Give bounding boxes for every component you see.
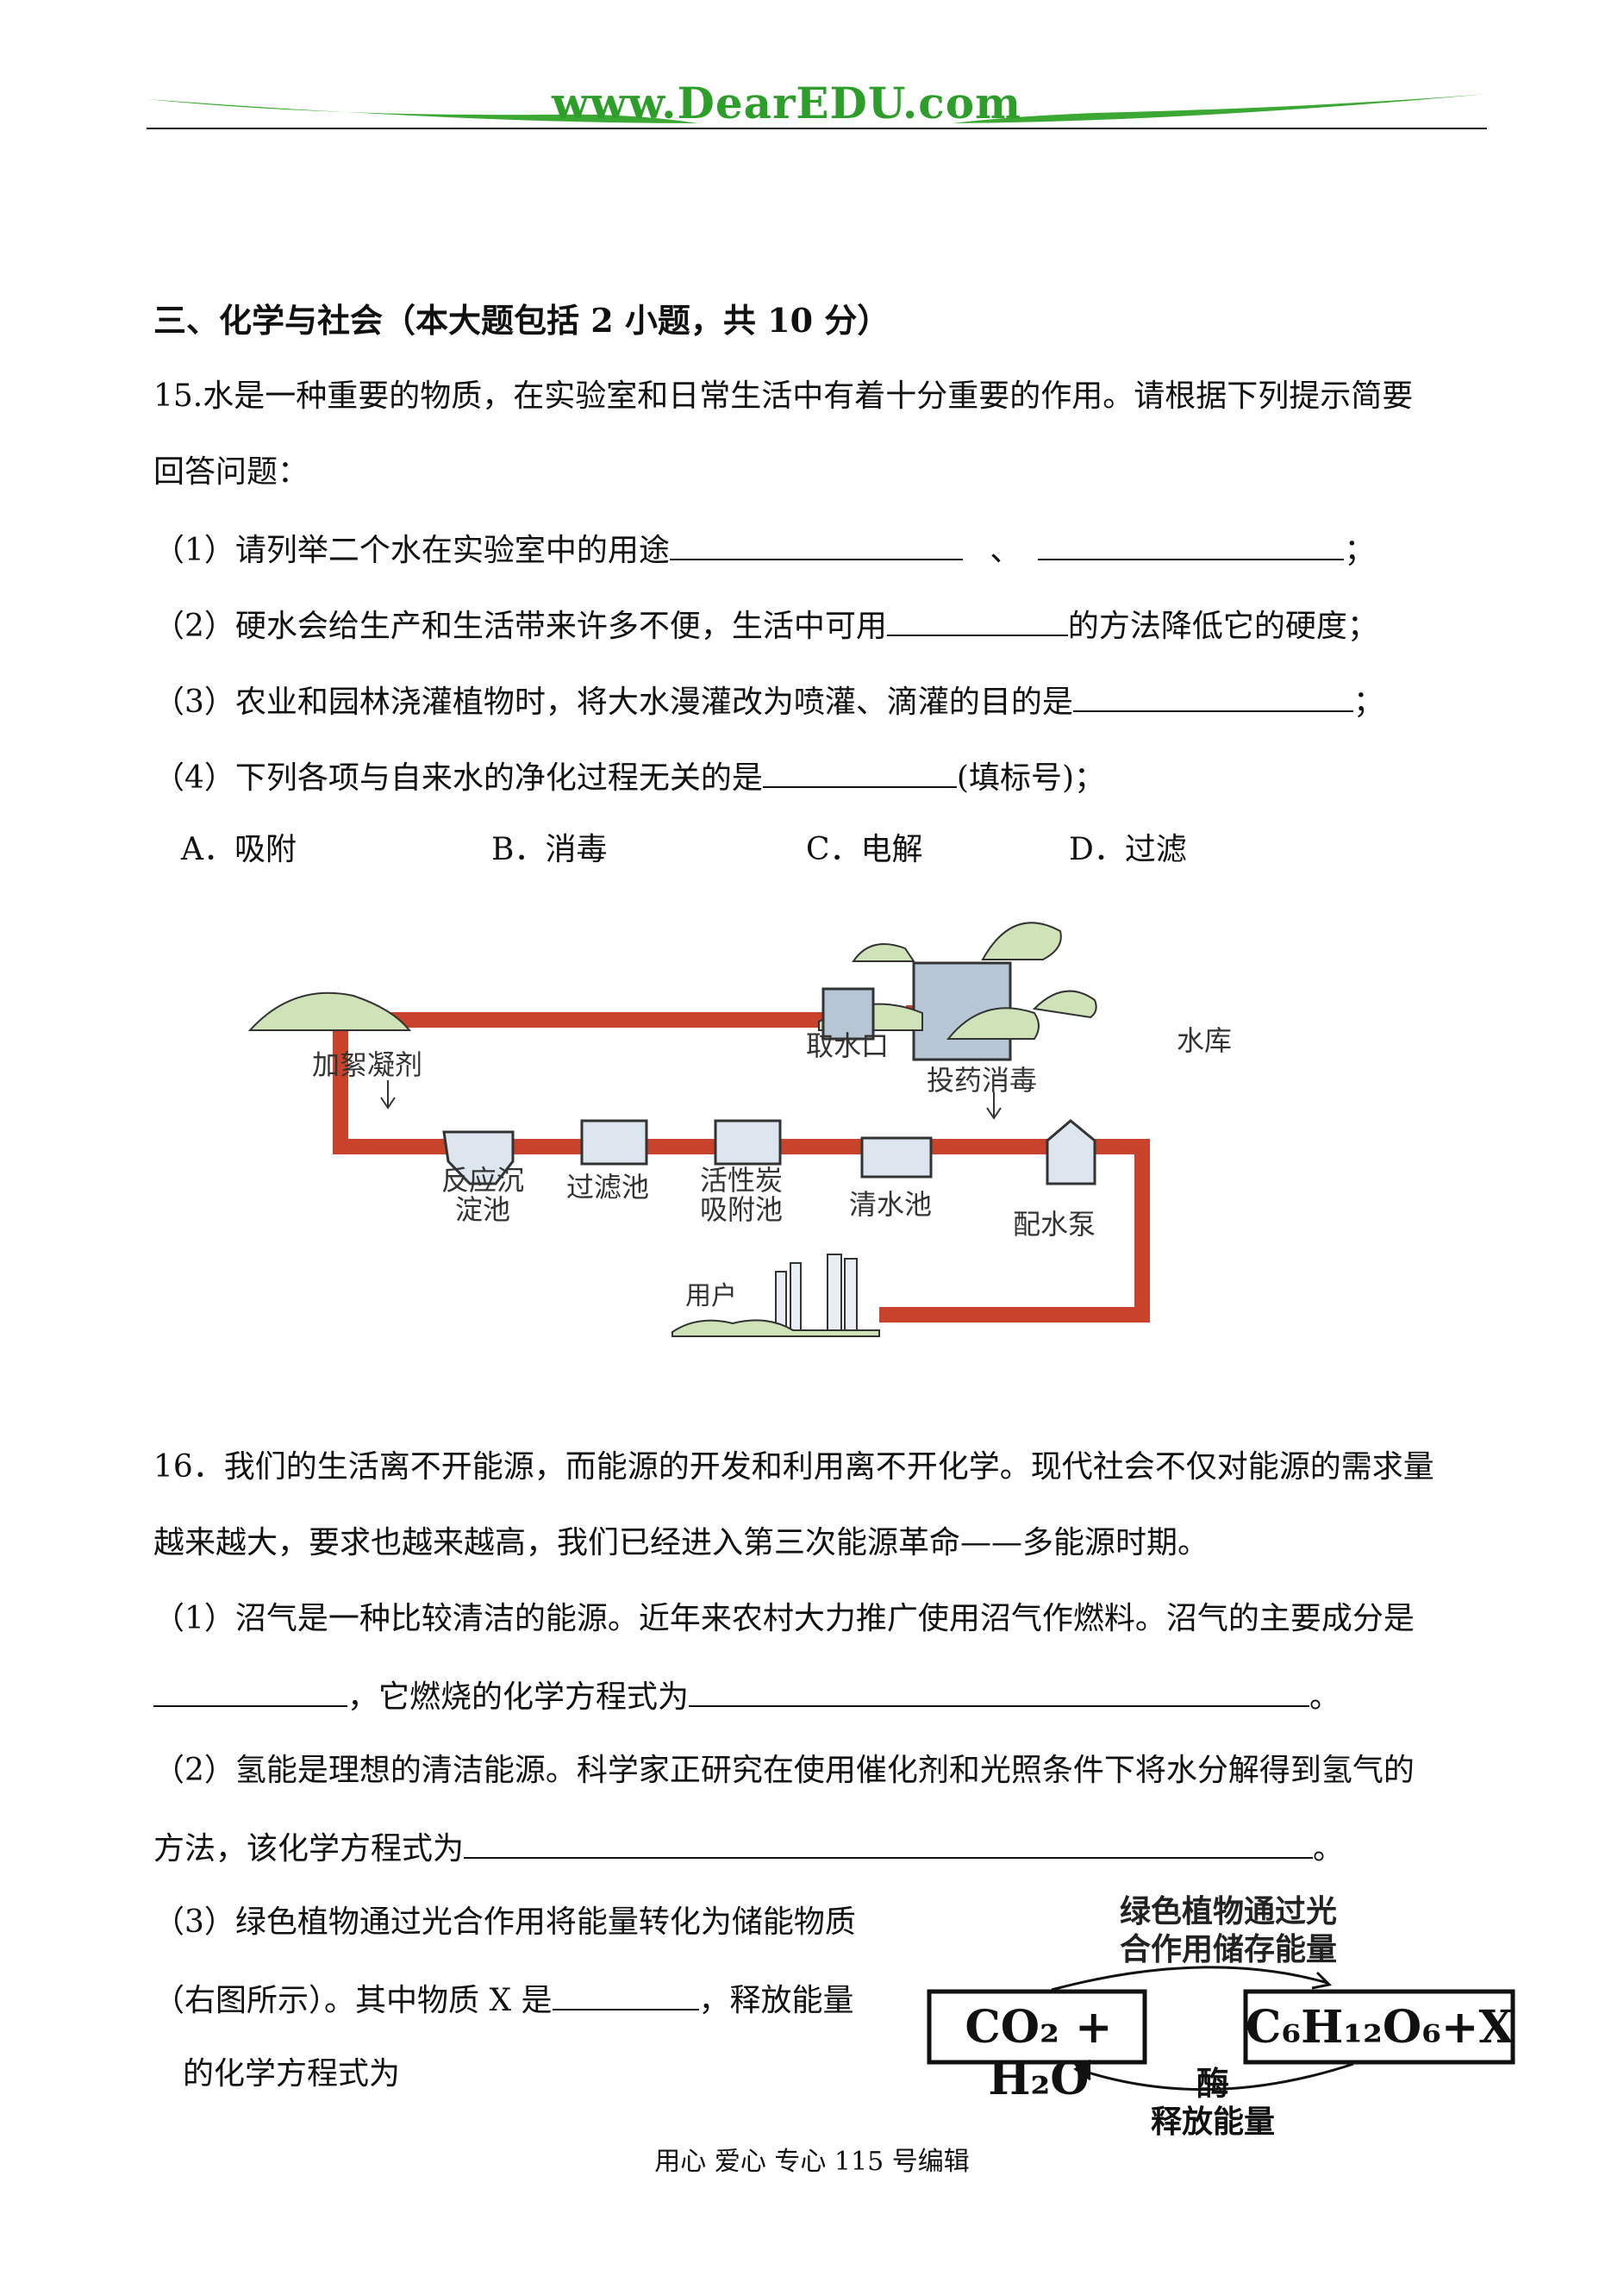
cycle-right-formula: C₆H₁₂O₆+X — [1246, 2001, 1514, 2054]
left-leaf-swoosh — [147, 99, 698, 123]
q15-part-3: （3）农业和园林浇灌植物时，将大水漫灌改为喷灌、滴灌的目的是 ； — [153, 681, 1384, 722]
q16-part-1-line1: （1）沼气是一种比较清洁的能源。近年来农村大力推广使用沼气作燃料。沼气的主要成分… — [153, 1601, 1415, 1636]
user-shrubs — [671, 1319, 880, 1337]
coagulant-arrow — [380, 1080, 396, 1110]
disinfect-arrow — [986, 1092, 1002, 1120]
label-carbon-line2: 吸附池 — [700, 1193, 784, 1226]
cycle-left-box — [927, 1989, 1147, 2065]
cycle-bottom-label: 释放能量 — [1151, 2104, 1276, 2140]
cycle-top-line1: 绿色植物通过光 — [1119, 1894, 1337, 1929]
option-a: A．吸附 — [181, 832, 297, 867]
q15-p4-blank[interactable] — [762, 757, 957, 788]
label-settle-line2: 淀池 — [455, 1193, 511, 1226]
q15-p1-text: （1）请列举二个水在实验室中的用途 — [153, 533, 670, 568]
header-banner — [147, 94, 1487, 123]
q16-p3-text-a: （右图所示）。其中物质 X 是 — [153, 1983, 553, 2018]
option-d: D．过滤 — [1069, 832, 1187, 867]
q15-p3-end: ； — [1352, 685, 1384, 720]
q16-p3-text-b: ，释放能量 — [698, 1983, 854, 2018]
q15-part-4: （4）下列各项与自来水的净化过程无关的是 (填标号)； — [153, 757, 1105, 797]
q15-part-1: （1）请列举二个水在实验室中的用途 、 ； — [153, 529, 1375, 570]
q15-p2-text: （2）硬水会给生产和生活带来许多不便，生活中可用 — [153, 609, 887, 644]
q15-stem-1: 15.水是一种重要的物质，在实验室和日常生活中有着十分重要的作用。请根据下列提示… — [153, 378, 1414, 414]
q15-p1-blank-b[interactable] — [1038, 529, 1345, 560]
q16-p2-blank[interactable] — [464, 1828, 1314, 1859]
q15-p1-blank-a[interactable] — [669, 529, 963, 560]
cycle-top-label: 绿色植物通过光 合作用储存能量 — [1099, 1893, 1358, 1969]
left-hill — [247, 991, 412, 1031]
q16-part-2-line2: 方法，该化学方程式为 。 — [153, 1828, 1344, 1868]
q15-p4-text: （4）下列各项与自来水的净化过程无关的是 — [153, 760, 763, 796]
q16-p2-text: 方法，该化学方程式为 — [153, 1831, 465, 1867]
q16-part-1-line2: ，它燃烧的化学方程式为 。 — [153, 1676, 1340, 1717]
q16-part-3-line3: 的化学方程式为 — [183, 2056, 401, 2092]
q16-p2-end: 。 — [1313, 1831, 1345, 1867]
label-reservoir: 水库 — [1177, 1024, 1233, 1057]
label-filter: 过滤池 — [566, 1171, 650, 1204]
cycle-diagram — [927, 1966, 1515, 2092]
q16-stem-1: 16．我们的生活离不开能源，而能源的开发和利用离不开化学。现代社会不仅对能源的需… — [153, 1449, 1434, 1485]
q15-p2-end: 的方法降低它的硬度； — [1067, 609, 1378, 644]
water-treatment-figure — [247, 922, 1150, 1337]
q16-p3-blank[interactable] — [552, 1979, 699, 2010]
site-title: www.DearEDU.com — [552, 78, 1022, 128]
q15-p2-blank[interactable] — [886, 605, 1068, 636]
q15-stem-2: 回答问题： — [153, 454, 309, 490]
q15-p4-end: (填标号)； — [956, 760, 1105, 796]
cycle-top-line2: 合作用储存能量 — [1119, 1932, 1337, 1967]
user-buildings — [775, 1254, 858, 1333]
release-arrowhead — [1073, 2059, 1091, 2081]
cycle-enzyme: 酶 — [1196, 2065, 1230, 2103]
header-rule — [147, 128, 1487, 129]
q16-stem-2: 越来越大，要求也越来越高，我们已经进入第三次能源革命——多能源时期。 — [153, 1525, 1209, 1560]
store-arrowhead — [1311, 1971, 1333, 1990]
label-disinfect: 投药消毒 — [927, 1064, 1038, 1097]
label-carbon-line1: 活性炭 — [700, 1164, 784, 1197]
q16-p1-end: 。 — [1309, 1679, 1341, 1715]
option-b: B．消毒 — [491, 832, 608, 867]
release-arrow — [1077, 2062, 1354, 2092]
q15-p3-blank[interactable] — [1072, 681, 1353, 712]
cycle-left-formula: CO₂ + H₂O — [965, 2001, 1113, 2105]
section-title: 三、化学与社会（本大题包括 2 小题，共 10 分） — [153, 301, 890, 340]
label-coagulant: 加絮凝剂 — [312, 1048, 423, 1081]
q15-p1-sep: 、 — [990, 533, 1021, 568]
option-c: C．电解 — [806, 832, 923, 867]
q16-p1-blank-b[interactable] — [689, 1676, 1310, 1707]
q16-part-2-line1: （2）氢能是理想的清洁能源。科学家正研究在使用催化剂和光照条件下将水分解得到氢气… — [153, 1753, 1415, 1788]
label-intake: 取水口 — [806, 1029, 890, 1062]
store-arrow — [1051, 1966, 1328, 1992]
q15-p3-text: （3）农业和园林浇灌植物时，将大水漫灌改为喷灌、滴灌的目的是 — [153, 685, 1073, 720]
page-footer: 用心 爱心 专心 115 号编辑 — [654, 2147, 970, 2177]
q16-part-3-line1: （3）绿色植物通过光合作用将能量转化为储能物质 — [153, 1904, 856, 1940]
q16-part-3-line2: （右图所示）。其中物质 X 是 ，释放能量 — [153, 1979, 854, 2020]
label-pump: 配水泵 — [1013, 1208, 1096, 1241]
right-leaf-swoosh — [953, 94, 1487, 123]
q15-part-2: （2）硬水会给生产和生活带来许多不便，生活中可用 的方法降低它的硬度； — [153, 605, 1378, 646]
intake-box — [821, 987, 875, 1041]
label-user: 用户 — [685, 1281, 737, 1311]
q15-p1-end: ； — [1344, 533, 1376, 568]
label-clear: 清水池 — [849, 1188, 933, 1221]
label-carbon: 活性炭 吸附池 — [700, 1166, 783, 1224]
label-settle: 反应沉 淀池 — [441, 1166, 524, 1224]
q16-p1-blank-a[interactable] — [153, 1676, 347, 1707]
q16-p1-mid: ，它燃烧的化学方程式为 — [347, 1679, 690, 1715]
label-settle-line1: 反应沉 — [441, 1164, 525, 1197]
cycle-right-box — [1243, 1989, 1515, 2065]
treatment-tanks — [442, 1119, 1096, 1185]
